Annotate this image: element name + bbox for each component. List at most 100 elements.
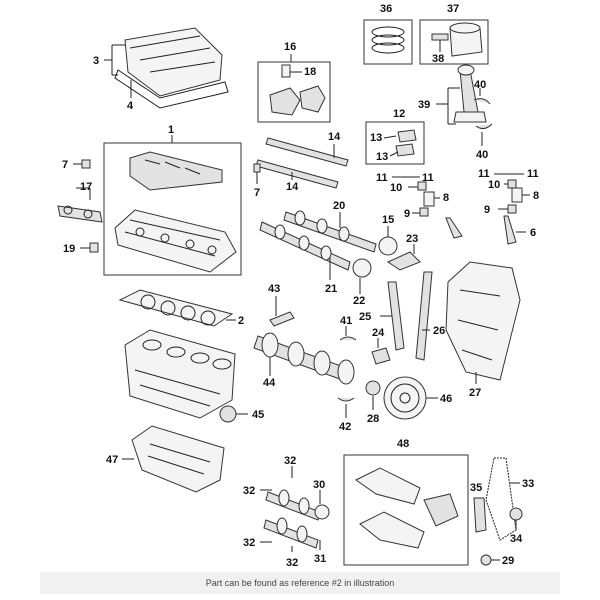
rocker-box bbox=[365, 121, 425, 165]
crank-sprocket-28[interactable] bbox=[365, 380, 381, 396]
part-7-right[interactable] bbox=[253, 163, 261, 173]
ref-label-29: 29 bbox=[502, 555, 514, 567]
vtc-assembly[interactable] bbox=[269, 64, 326, 116]
part-7-left[interactable] bbox=[81, 159, 91, 169]
oil-pan[interactable] bbox=[131, 425, 225, 493]
ref-label-4: 4 bbox=[127, 100, 134, 112]
ref-label-10a: 10 bbox=[390, 182, 402, 194]
ref-label-11d: 11 bbox=[527, 168, 539, 180]
ref-label-8a: 8 bbox=[443, 192, 449, 204]
ref-label-38: 38 bbox=[432, 53, 444, 65]
chain-guide-35[interactable] bbox=[473, 497, 487, 533]
ref-label-26: 26 bbox=[433, 325, 445, 337]
ref-label-6: 6 bbox=[530, 227, 536, 239]
valve-left[interactable] bbox=[445, 217, 463, 239]
ref-label-15: 15 bbox=[382, 214, 394, 226]
engine-block[interactable] bbox=[124, 329, 236, 419]
ref-label-13a: 13 bbox=[370, 132, 382, 144]
ref-label-9a: 9 bbox=[404, 208, 410, 220]
ref-label-14a: 14 bbox=[328, 131, 341, 143]
ref-label-32a: 32 bbox=[284, 455, 296, 467]
ref-label-28: 28 bbox=[367, 413, 379, 425]
oil-seal-45[interactable] bbox=[219, 405, 237, 423]
camshaft-holders[interactable] bbox=[129, 151, 223, 191]
ref-label-31: 31 bbox=[314, 553, 326, 565]
piston-rings[interactable] bbox=[371, 26, 405, 54]
ref-label-25: 25 bbox=[359, 311, 371, 323]
ref-label-7a: 7 bbox=[62, 159, 68, 171]
ref-label-22: 22 bbox=[353, 295, 365, 307]
valve-cover[interactable] bbox=[114, 27, 229, 109]
ref-label-34: 34 bbox=[510, 533, 523, 545]
camshaft-exhaust[interactable] bbox=[259, 221, 351, 271]
chain-guide-26[interactable] bbox=[415, 271, 433, 361]
main-bearing-42[interactable] bbox=[337, 397, 355, 402]
valve-spring-8[interactable] bbox=[423, 191, 435, 207]
chain-guide-23[interactable] bbox=[386, 251, 421, 271]
ref-label-12: 12 bbox=[393, 108, 405, 120]
ref-label-33: 33 bbox=[522, 478, 534, 490]
valve-seal-9-right[interactable] bbox=[507, 204, 517, 214]
bearing-40-upper[interactable] bbox=[473, 98, 491, 105]
balancer-gear-30[interactable] bbox=[314, 504, 330, 520]
piston[interactable] bbox=[431, 22, 483, 57]
rocker-shaft-14a[interactable] bbox=[265, 137, 349, 167]
ref-label-13b: 13 bbox=[376, 151, 388, 163]
oil-pump-chain[interactable] bbox=[485, 457, 517, 541]
ref-label-32c: 32 bbox=[243, 537, 255, 549]
camshaft-intake[interactable] bbox=[283, 210, 377, 253]
ref-label-44: 44 bbox=[263, 377, 276, 389]
ref-label-24: 24 bbox=[372, 327, 385, 339]
ref-label-23: 23 bbox=[406, 233, 418, 245]
ref-label-21: 21 bbox=[325, 283, 337, 295]
bearing-40-lower[interactable] bbox=[475, 123, 493, 130]
ref-label-1: 1 bbox=[168, 124, 174, 136]
ref-label-14b: 14 bbox=[286, 181, 299, 193]
piston-box bbox=[419, 19, 489, 65]
cam-sprocket-15[interactable] bbox=[378, 236, 398, 256]
ref-label-30: 30 bbox=[313, 479, 325, 491]
head-gasket[interactable] bbox=[118, 289, 234, 327]
ref-label-45: 45 bbox=[252, 409, 264, 421]
crank-pulley[interactable] bbox=[383, 376, 427, 420]
ref-label-42: 42 bbox=[339, 421, 351, 433]
ref-label-27: 27 bbox=[469, 387, 481, 399]
vtc-box bbox=[257, 61, 331, 123]
thrust-washer-43[interactable] bbox=[269, 311, 295, 327]
valve-keeper-10[interactable] bbox=[417, 181, 427, 191]
sprocket-34[interactable] bbox=[509, 507, 523, 521]
ref-label-11c: 11 bbox=[478, 168, 490, 180]
ref-label-47: 47 bbox=[106, 454, 118, 466]
balancer-shaft-lower[interactable] bbox=[263, 517, 319, 549]
connecting-rod[interactable] bbox=[453, 64, 487, 123]
balancer-unit-box bbox=[343, 454, 469, 566]
ref-label-16: 16 bbox=[284, 41, 296, 53]
caption-text: Part can be found as reference #2 in ill… bbox=[205, 578, 395, 588]
ref-label-20: 20 bbox=[333, 200, 345, 212]
ref-label-11b: 11 bbox=[422, 172, 434, 184]
ref-label-36: 36 bbox=[380, 3, 392, 15]
valve-keeper-10-right[interactable] bbox=[507, 179, 517, 189]
balancer-unit[interactable] bbox=[355, 467, 459, 549]
balancer-shaft-upper[interactable] bbox=[265, 489, 321, 521]
ref-label-48: 48 bbox=[397, 438, 409, 450]
main-bearing-41[interactable] bbox=[339, 336, 357, 341]
rocker-arms[interactable] bbox=[395, 129, 417, 157]
tensioner-24[interactable] bbox=[371, 347, 391, 365]
valve-spring-8-right[interactable] bbox=[511, 187, 523, 203]
piston-rings-box bbox=[363, 19, 413, 65]
valve-seal-9[interactable] bbox=[419, 207, 429, 217]
washer-29[interactable] bbox=[480, 554, 492, 566]
valve-right[interactable] bbox=[503, 215, 517, 245]
cylinder-head[interactable] bbox=[114, 209, 237, 273]
caption-bar: Part can be found as reference #2 in ill… bbox=[40, 572, 560, 594]
exploded-engine-diagram: 3 4 1 7 17 19 16 18 14 14 7 bbox=[57, 3, 539, 568]
cam-sprocket-22[interactable] bbox=[352, 258, 372, 278]
tensioner-arm-25[interactable] bbox=[387, 281, 405, 351]
timing-cover[interactable] bbox=[445, 261, 521, 381]
ref-label-43: 43 bbox=[268, 283, 280, 295]
part-19[interactable] bbox=[89, 242, 99, 253]
ref-label-32d: 32 bbox=[286, 557, 298, 568]
rocker-arm-shaft[interactable] bbox=[57, 205, 103, 223]
ref-label-41: 41 bbox=[340, 315, 352, 327]
